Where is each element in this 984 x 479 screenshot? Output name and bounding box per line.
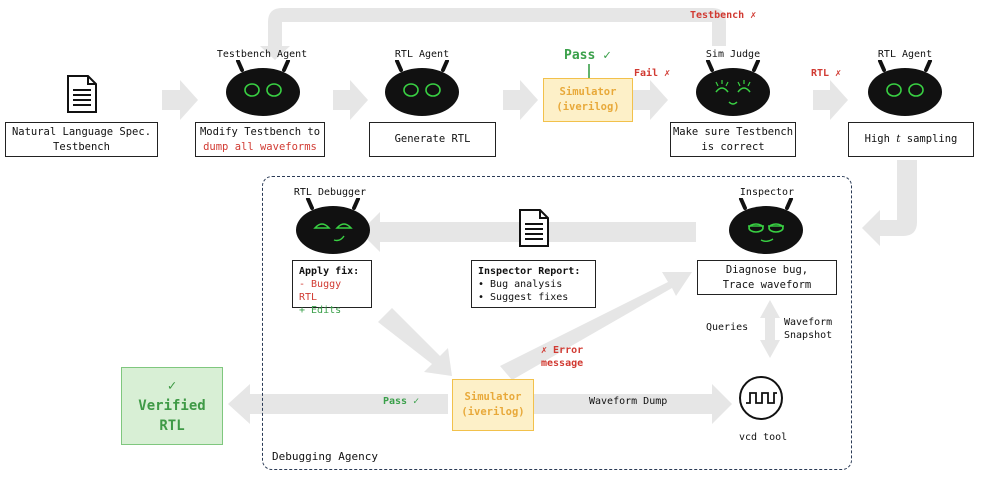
sim-judge-line-2: is correct [701, 140, 765, 153]
verified-check-icon: ✓ [167, 378, 177, 394]
verified-line-2: RTL [159, 418, 185, 434]
waveform-snapshot-line-1: Waveform [784, 317, 833, 328]
arrow-spec-to-tb [162, 80, 198, 120]
error-line-1: ✗ Error [541, 345, 584, 356]
inspector-box: Diagnose bug, Trace waveform [697, 260, 837, 295]
waveform-snapshot-line-2: Snapshot [784, 330, 833, 341]
simulator-bottom-line-1: Simulator [464, 391, 522, 403]
feedback-loop-arrowhead [260, 46, 290, 60]
simulator-top: Simulator (iverilog) [543, 78, 633, 122]
arrow-debugger-to-sim [378, 308, 452, 376]
verified-line-1: Verified [138, 398, 206, 414]
testbench-agent-line-2: dump all waveforms [203, 140, 317, 153]
added-line: + Edits [299, 305, 342, 316]
testbench-fail-label: Testbench ✗ [690, 10, 757, 21]
inspector-title: Inspector [739, 187, 795, 198]
inspector-line-1: Diagnose bug, [725, 263, 809, 276]
robot-icon [729, 198, 803, 254]
rtl-debugger-box: Apply fix: - Buggy RTL + Edits [292, 260, 372, 316]
debugging-agency-label: Debugging Agency [272, 450, 378, 463]
arrow-rtl-to-sim [503, 80, 538, 120]
waveform-snapshot-label: Waveform Snapshot [784, 316, 832, 342]
testbench-agent-box: Modify Testbench to dump all waveforms [195, 122, 325, 157]
arrow-sim-to-inspector [500, 272, 692, 380]
spec-line-2: Testbench [53, 140, 110, 153]
robot-icon [696, 60, 770, 116]
arrow-judge-to-rtl2 [813, 80, 848, 120]
rtl-agent-1-title: RTL Agent [394, 49, 450, 60]
inspector-line-2: Trace waveform [722, 278, 812, 291]
removed-line: - Buggy RTL [299, 279, 342, 303]
rtl-fail-label: RTL ✗ [811, 68, 842, 79]
testbench-agent-line-1: Modify Testbench to [199, 125, 321, 138]
rtl-agent-2-text-var: t [896, 133, 901, 145]
inspector-report-item: • Bug analysis [478, 279, 563, 290]
rtl-agent-1-box: Generate RTL [369, 122, 496, 157]
arrow-dump-to-vcd [534, 384, 732, 424]
rtl-debugger-title: RTL Debugger [293, 187, 367, 198]
rtl-agent-2-text: High t sampling [865, 132, 958, 147]
robot-icon [226, 60, 300, 116]
waveform-icon [739, 376, 783, 420]
rtl-agent-2-text-prefix: High [864, 133, 897, 145]
report-document-icon [519, 209, 549, 247]
sim-judge-box: Make sure Testbench is correct [670, 122, 796, 157]
inspector-report-box: Inspector Report: • Bug analysis • Sugge… [471, 260, 596, 308]
rtl-agent-2-title: RTL Agent [877, 49, 933, 60]
sim-judge-title: Sim Judge [705, 49, 761, 60]
simulator-bottom-line-2: (iverilog) [461, 406, 525, 418]
inspector-report-heading: Inspector Report: [478, 266, 581, 277]
verified-rtl-box: ✓ Verified RTL [121, 367, 223, 445]
error-line-2: message [541, 358, 584, 369]
arrow-queries-bidirectional [760, 300, 780, 358]
arrow-sim-to-verified [228, 384, 448, 424]
rtl-agent-2-text-suffix: sampling [900, 133, 958, 145]
fail-label: Fail ✗ [634, 68, 671, 79]
queries-label: Queries [706, 322, 749, 333]
vcd-tool-label: vcd tool [739, 432, 788, 443]
arrow-sim-to-judge [633, 80, 668, 120]
testbench-agent-title: Testbench Agent [216, 49, 308, 60]
inspector-report-item: • Suggest fixes [478, 292, 569, 303]
apply-fix-heading: Apply fix: [299, 266, 360, 277]
simulator-bottom: Simulator (iverilog) [452, 379, 534, 431]
arrow-rtl2-to-inspector [862, 160, 917, 246]
spec-box: Natural Language Spec. Testbench [5, 122, 158, 157]
document-icon [67, 75, 97, 113]
arrow-tb-to-rtl [333, 80, 368, 120]
waveform-dump-label: Waveform Dump [589, 396, 668, 407]
robot-icon [385, 60, 459, 116]
rtl-agent-2-box: High t sampling [848, 122, 974, 157]
robot-icon [296, 198, 370, 254]
error-message-label: ✗ Error message [541, 344, 583, 370]
sim-judge-line-1: Make sure Testbench [672, 125, 794, 138]
spec-line-1: Natural Language Spec. [11, 125, 152, 138]
robot-icon [868, 60, 942, 116]
simulator-top-line-2: (iverilog) [556, 101, 620, 113]
pass-label-top: Pass ✓ [564, 48, 611, 63]
simulator-top-line-1: Simulator [559, 86, 617, 98]
debugging-agency-frame [262, 176, 852, 470]
feedback-loop-arrow [268, 8, 726, 46]
pass-label-bottom: Pass ✓ [383, 396, 420, 407]
rtl-agent-1-text: Generate RTL [394, 133, 471, 145]
